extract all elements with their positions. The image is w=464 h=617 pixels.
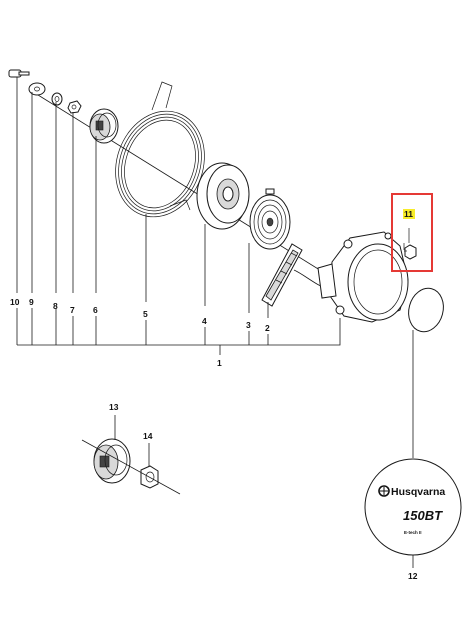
callout-14: 14 bbox=[143, 431, 153, 441]
part-8-washer[interactable] bbox=[51, 92, 63, 106]
callout-leaders bbox=[16, 77, 414, 458]
callout-7: 7 bbox=[70, 305, 75, 315]
decal-model: 150BT bbox=[403, 508, 443, 523]
callout-2: 2 bbox=[265, 323, 270, 333]
group-2-leaders bbox=[81, 415, 181, 495]
starter-housing[interactable] bbox=[317, 231, 409, 323]
part-4-pulley[interactable] bbox=[196, 162, 250, 230]
part-6-pawl-hub[interactable] bbox=[89, 108, 119, 144]
callout-3: 3 bbox=[246, 320, 251, 330]
callout-11-highlight bbox=[403, 209, 415, 219]
part-13-pawl-hub[interactable] bbox=[93, 438, 131, 484]
callout-12: 12 bbox=[408, 571, 418, 581]
callout-11: 11 bbox=[404, 209, 413, 219]
part-9-washer[interactable] bbox=[28, 82, 46, 96]
part-12-decal-small[interactable] bbox=[404, 284, 448, 335]
callout-1: 1 bbox=[217, 358, 222, 368]
callout-10: 10 bbox=[10, 297, 20, 307]
decal-subtext: E-tech II bbox=[404, 530, 422, 535]
part-2-starter-handle[interactable] bbox=[261, 243, 303, 307]
highlight-box bbox=[391, 193, 433, 272]
part-7-nut[interactable] bbox=[67, 100, 82, 114]
callout-6: 6 bbox=[93, 305, 98, 315]
callout-5: 5 bbox=[143, 309, 148, 319]
assembly-axis bbox=[29, 89, 353, 291]
decal-brand: Husqvarna bbox=[391, 486, 445, 498]
callout-9: 9 bbox=[29, 297, 34, 307]
part-12-decal-detail[interactable]: Husqvarna 150BT E-tech II bbox=[364, 458, 462, 556]
husqvarna-logo-icon bbox=[378, 485, 390, 497]
part-3-recoil-spring[interactable] bbox=[249, 188, 291, 250]
callout-8: 8 bbox=[53, 301, 58, 311]
callout-13: 13 bbox=[109, 402, 119, 412]
part-11-screw[interactable] bbox=[403, 228, 417, 260]
part-10-screw[interactable] bbox=[8, 69, 30, 78]
callout-4: 4 bbox=[202, 316, 207, 326]
